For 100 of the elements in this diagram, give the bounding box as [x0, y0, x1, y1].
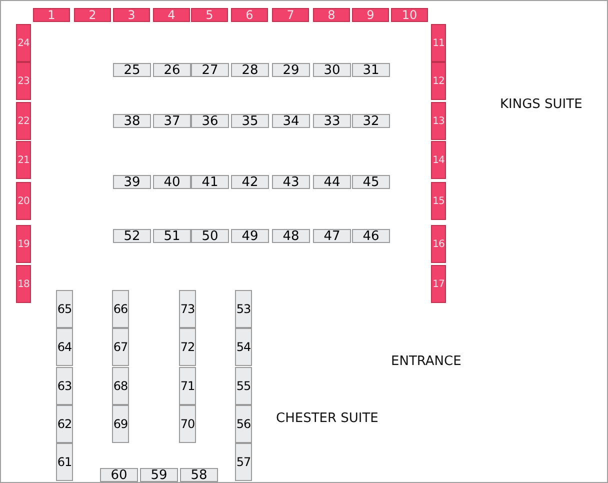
floor-booth [113, 175, 151, 189]
floor-booth [272, 114, 310, 128]
floor-booth [113, 229, 151, 243]
booth-number: 30 [324, 62, 340, 78]
floor-booth [56, 405, 73, 443]
wall-booth [431, 225, 446, 263]
booth-number: 8 [328, 8, 336, 22]
booth-number: 69 [113, 417, 128, 431]
booth-number: 28 [242, 62, 258, 78]
wall-booth [431, 141, 446, 179]
floor-booth [231, 229, 269, 243]
booth-number: 12 [432, 76, 444, 86]
booth-number: 16 [432, 238, 444, 250]
floor-booth [153, 63, 191, 77]
booth-number: 18 [18, 278, 30, 290]
floor-booth [235, 443, 252, 481]
wall-booth [16, 182, 31, 220]
booth-number: 24 [18, 38, 30, 48]
floor-booth [179, 367, 196, 405]
floor-booth [113, 63, 151, 77]
booth-number: 7 [286, 8, 294, 22]
booth-number: 72 [180, 340, 195, 354]
floor-booth [112, 405, 129, 443]
wall-booth [16, 102, 31, 140]
wall-booth [16, 141, 31, 179]
wall-booth [431, 182, 446, 220]
booth-number: 53 [236, 302, 251, 316]
booth-number: 1 [48, 8, 56, 22]
booth-number: 58 [190, 468, 208, 482]
room-label: KINGS SUITE [500, 96, 582, 112]
booth-number: 15 [432, 196, 444, 206]
wall-booth [153, 8, 190, 22]
booth-number: 22 [18, 116, 30, 126]
floor-booth [352, 229, 390, 243]
wall-booth [431, 265, 446, 303]
floor-booth [56, 290, 73, 328]
floor-booth [191, 63, 229, 77]
booth-number: 35 [242, 114, 258, 128]
booth-number: 6 [246, 8, 254, 22]
floor-booth [112, 328, 129, 366]
wall-booth [16, 62, 31, 100]
floor-booth [191, 175, 229, 189]
floor-booth [272, 229, 310, 243]
floor-booth [272, 63, 310, 77]
booth-number: 50 [202, 228, 218, 244]
booth-number: 48 [282, 228, 300, 244]
floor-booth [231, 114, 269, 128]
booth-number: 20 [18, 196, 30, 206]
booth-number: 45 [362, 174, 380, 190]
booth-number: 32 [362, 114, 380, 128]
booth-number: 66 [113, 302, 128, 316]
booth-number: 68 [113, 379, 128, 393]
booth-number: 65 [57, 302, 72, 316]
booth-number: 40 [164, 174, 180, 190]
floor-booth [112, 290, 129, 328]
floor-booth [313, 175, 351, 189]
floor-booth [352, 114, 390, 128]
floor-booth [313, 229, 351, 243]
booth-number: 51 [164, 228, 180, 244]
floor-booth [191, 229, 229, 243]
booth-number: 10 [402, 8, 418, 22]
wall-booth [16, 24, 31, 62]
booth-number: 54 [236, 340, 251, 354]
booth-number: 36 [202, 114, 218, 128]
booth-number: 21 [18, 154, 30, 166]
booth-number: 67 [113, 340, 128, 354]
wall-booth [16, 265, 31, 303]
floor-booth [352, 175, 390, 189]
booth-number: 27 [202, 62, 218, 78]
floor-booth [112, 367, 129, 405]
wall-booth [352, 8, 389, 22]
booth-number: 2 [88, 8, 96, 22]
booth-number: 41 [202, 174, 218, 190]
booth-number: 44 [324, 174, 340, 190]
booth-number: 61 [57, 455, 72, 469]
room-label: ENTRANCE [391, 354, 462, 368]
booth-number: 31 [362, 62, 380, 78]
wall-booth [33, 8, 70, 22]
floor-booth [180, 468, 218, 482]
booth-number: 55 [236, 379, 251, 393]
floor-booth [100, 468, 138, 482]
booth-number: 25 [124, 62, 140, 78]
booth-number: 73 [180, 302, 195, 316]
booth-number: 46 [362, 228, 380, 244]
booth-number: 29 [282, 62, 300, 78]
booth-number: 4 [168, 8, 176, 22]
floor-booth [140, 468, 178, 482]
floor-booth [352, 63, 390, 77]
booth-number: 19 [18, 238, 30, 250]
wall-booth [272, 8, 309, 22]
booth-number: 39 [124, 174, 140, 190]
floor-booth [235, 367, 252, 405]
floor-booth [113, 114, 151, 128]
booth-number: 64 [57, 340, 72, 354]
booth-number: 60 [110, 468, 128, 482]
booth-number: 23 [18, 76, 30, 86]
booth-number: 49 [242, 228, 258, 244]
booth-number: 34 [282, 114, 300, 128]
wall-booth [313, 8, 350, 22]
floor-booth [153, 114, 191, 128]
